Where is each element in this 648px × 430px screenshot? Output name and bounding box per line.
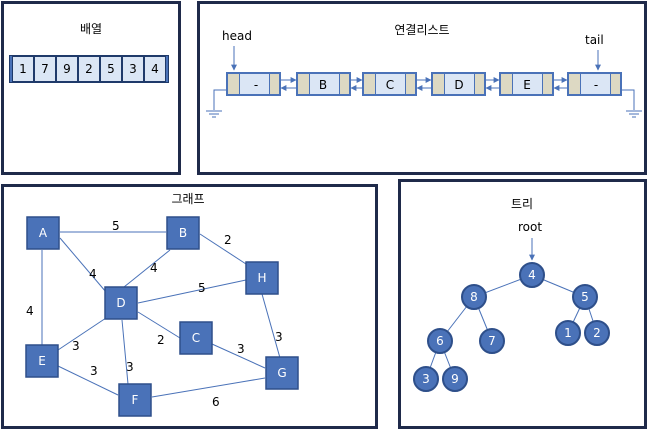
graph-panel	[1, 184, 378, 429]
linked-list-panel	[197, 1, 647, 175]
array-cell: 5	[100, 56, 122, 82]
array-cell: 9	[56, 56, 78, 82]
array-title: 배열	[79, 22, 103, 36]
array-cell: 4	[144, 56, 166, 82]
array-panel: 배열 1 7 9 2 5 3 4	[1, 1, 181, 175]
tree-panel	[398, 179, 647, 429]
array-cell: 1	[12, 56, 34, 82]
array-cell: 7	[34, 56, 56, 82]
array-cell: 3	[122, 56, 144, 82]
array-cell: 2	[78, 56, 100, 82]
